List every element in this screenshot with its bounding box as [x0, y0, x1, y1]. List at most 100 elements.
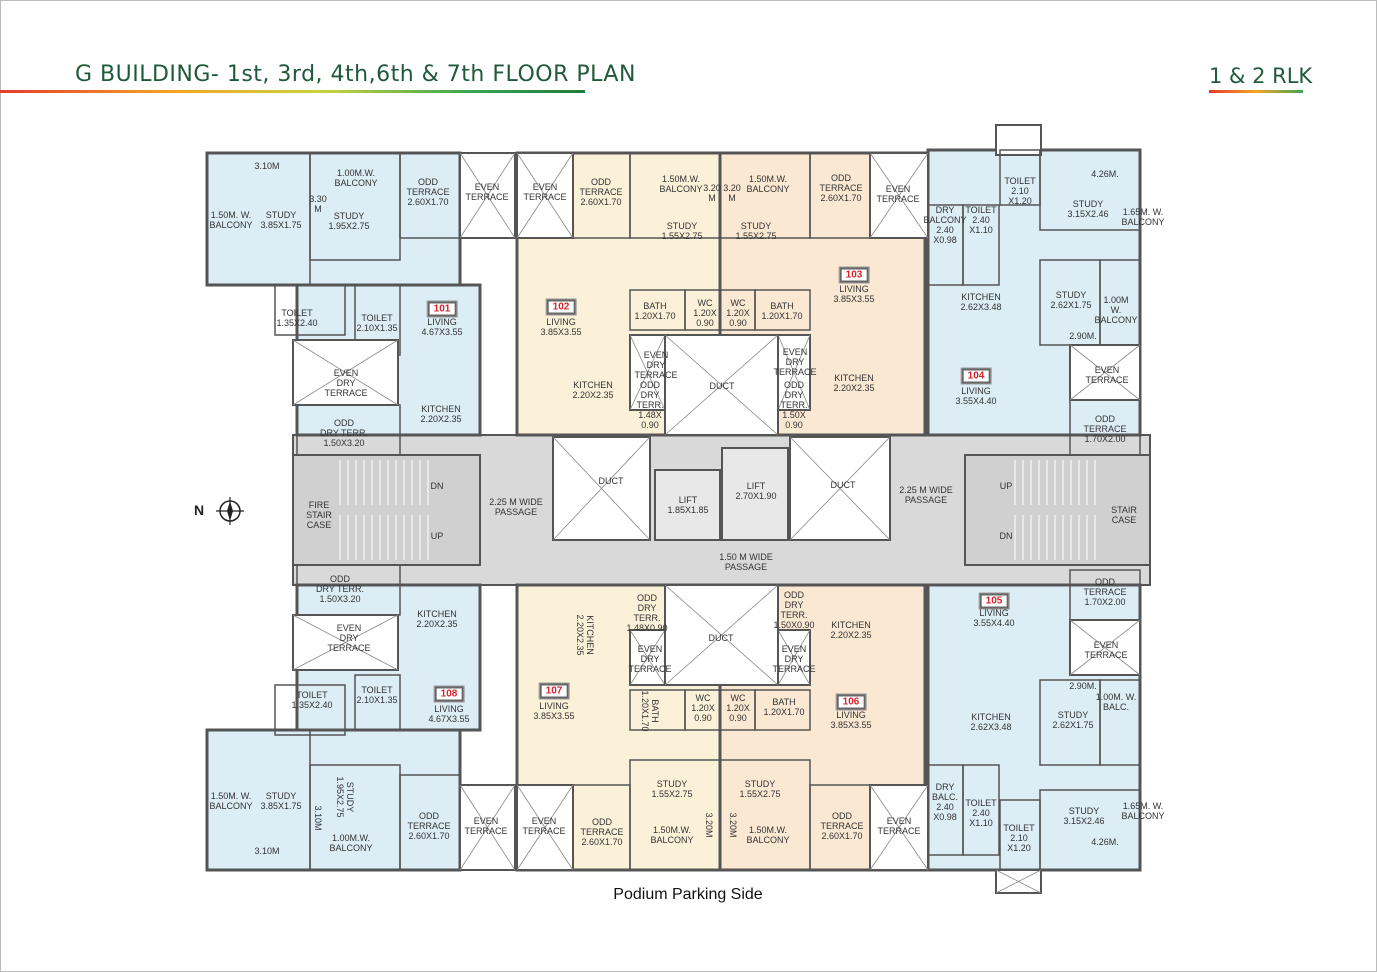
room-label: EVEN TERRACE	[1085, 365, 1129, 385]
room-label: LIVING 3.85X3.55	[830, 710, 872, 730]
room-label: EVEN DRY TERRACE	[324, 368, 368, 398]
staircase	[964, 454, 1151, 566]
lift-1	[654, 469, 721, 541]
even-terrace-cross	[516, 152, 574, 239]
room-label: 1.50M.W. BALCONY	[746, 174, 790, 194]
room-label: TOILET 1.35X2.40	[276, 308, 318, 328]
unit-number-badge: 107	[538, 682, 570, 700]
unit-number-badge: 104	[960, 367, 992, 385]
room-label: EVEN TERRACE	[523, 182, 567, 202]
room-label: DRY BALCONY 2.40 X0.98	[923, 205, 967, 245]
room-label: WC 1.20X 0.90	[726, 298, 750, 328]
unit-number-badge: 101	[426, 300, 458, 318]
room-label: LIVING 3.55X4.40	[973, 608, 1015, 628]
room-label: EVEN DRY TERRACE	[773, 347, 817, 377]
room-partition	[1099, 679, 1141, 766]
room-partition	[962, 204, 1000, 286]
even-terrace-cross	[292, 339, 399, 406]
duct-cross	[664, 584, 779, 686]
room-label: TOILET 2.40 X1.10	[965, 205, 997, 235]
room-label: 1.00M W. BALCONY	[1094, 295, 1138, 325]
room-label: ODD TERRACE 2.60X1.70	[820, 811, 864, 841]
room-partition	[754, 689, 811, 731]
room-label: KITCHEN 2.62X3.48	[970, 712, 1012, 732]
room-partition	[274, 284, 346, 336]
duct-cross	[552, 436, 651, 541]
room-label: UP	[999, 481, 1013, 491]
room-label: 1.50M.W. BALCONY	[659, 174, 703, 194]
unit-number-badge: 105	[978, 592, 1010, 610]
page-title: G BUILDING- 1st, 3rd, 4th,6th & 7th FLOO…	[75, 62, 636, 87]
room-partition	[754, 289, 811, 331]
room-label: DUCT	[709, 381, 735, 391]
duct-cross	[664, 334, 779, 436]
even-terrace-cross	[292, 614, 399, 671]
room-label: DUCT	[708, 633, 734, 643]
even-terrace-cross	[869, 784, 929, 871]
room-label: STUDY 1.55X2.75	[661, 221, 703, 241]
room-label: 2.90M.	[1069, 331, 1097, 341]
room-label: TOILET 2.40 X1.10	[965, 798, 997, 828]
fire-staircase	[292, 454, 481, 566]
room-label: 2.25 M WIDE PASSAGE	[899, 485, 953, 505]
room-label: STUDY 2.62X1.75	[1052, 710, 1094, 730]
room-label: 3.10M	[254, 161, 280, 171]
room-label: UP	[430, 531, 444, 541]
room-label: EVEN DRY TERRACE	[327, 623, 371, 653]
room-label: EVEN DRY TERRACE	[634, 350, 678, 380]
room-label: STUDY 3.15X2.46	[1067, 199, 1109, 219]
even-terrace-cross	[459, 784, 516, 871]
room-label: STUDY 1.55X2.75	[735, 221, 777, 241]
room-label: 1.50M. W. BALCONY	[209, 791, 253, 811]
room-label: ODD TERRACE 2.60X1.70	[579, 177, 623, 207]
even-terrace-cross	[777, 334, 811, 411]
room-label: STUDY 3.15X2.46	[1063, 806, 1105, 826]
room-label: KITCHEN 2.20X2.35	[575, 614, 595, 656]
room-label: 3.20 M	[723, 183, 741, 203]
room-label: 1.00M.W. BALCONY	[329, 833, 373, 853]
room-label: 2.90M.	[1069, 681, 1097, 691]
room-label: 3.20M	[704, 812, 714, 838]
room-label: DRY BALC. 2.40 X0.98	[931, 782, 959, 822]
room-label: ODD DRY TERR. 1.50X3.20	[315, 574, 365, 604]
room-label: 1.50M.W. BALCONY	[746, 825, 790, 845]
room-label: 1.00M. W. BALC.	[1095, 692, 1137, 712]
room-label: LIVING 4.67X3.55	[421, 317, 463, 337]
room-label: ODD TERRACE 2.60X1.70	[580, 817, 624, 847]
room-label: KITCHEN 2.20X2.35	[416, 609, 458, 629]
room-label: STUDY 1.95X2.75	[328, 211, 370, 231]
room-label: 1.00M.W. BALCONY	[334, 168, 378, 188]
room-label: 3.20 M	[703, 183, 721, 203]
compass-north-icon	[216, 497, 244, 525]
room-label: STUDY 1.55X2.75	[651, 779, 693, 799]
room-label: WC 1.20X 0.90	[726, 693, 750, 723]
room-label: STUDY 1.55X2.75	[739, 779, 781, 799]
room-label: LIFT 2.70X1.90	[735, 481, 777, 501]
room-label: BATH 1.20X1.70	[763, 697, 805, 717]
room-label: DUCT	[598, 476, 624, 486]
unit-number-badge: 103	[838, 266, 870, 284]
room-label: ODD DRY TERR. 1.48X 0.90	[636, 380, 664, 430]
room-label: STUDY 1.95X2.75	[335, 776, 355, 818]
room-label: 4.26M.	[1091, 169, 1119, 179]
room-label: ODD DRY TERR. 1.48X0.90	[626, 593, 668, 633]
unit-number-badge: 102	[545, 298, 577, 316]
room-label: TOILET 2.10 X1.20	[1003, 823, 1035, 853]
room-label: TOILET 2.10 X1.20	[1004, 176, 1036, 206]
unit-type-underline	[1209, 90, 1303, 93]
room-label: FIRE STAIR CASE	[306, 500, 332, 530]
lift-2	[721, 447, 789, 541]
room-label: EVEN TERRACE	[465, 182, 509, 202]
room-label: BATH 1.20X1.70	[634, 301, 676, 321]
unit-number-badge: 106	[835, 693, 867, 711]
room-label: ODD TERRACE 2.60X1.70	[406, 177, 450, 207]
room-label: 2.25 M WIDE PASSAGE	[489, 497, 543, 517]
room-label: LIVING 3.85X3.55	[833, 284, 875, 304]
room-partition	[962, 764, 1000, 856]
room-label: DN	[999, 531, 1013, 541]
even-terrace-cross	[1069, 344, 1141, 401]
room-label: STUDY 2.62X1.75	[1050, 290, 1092, 310]
room-label: 3.30 M	[309, 194, 327, 214]
room-label: LIVING 4.67X3.55	[428, 704, 470, 724]
even-terrace-cross	[629, 629, 666, 686]
